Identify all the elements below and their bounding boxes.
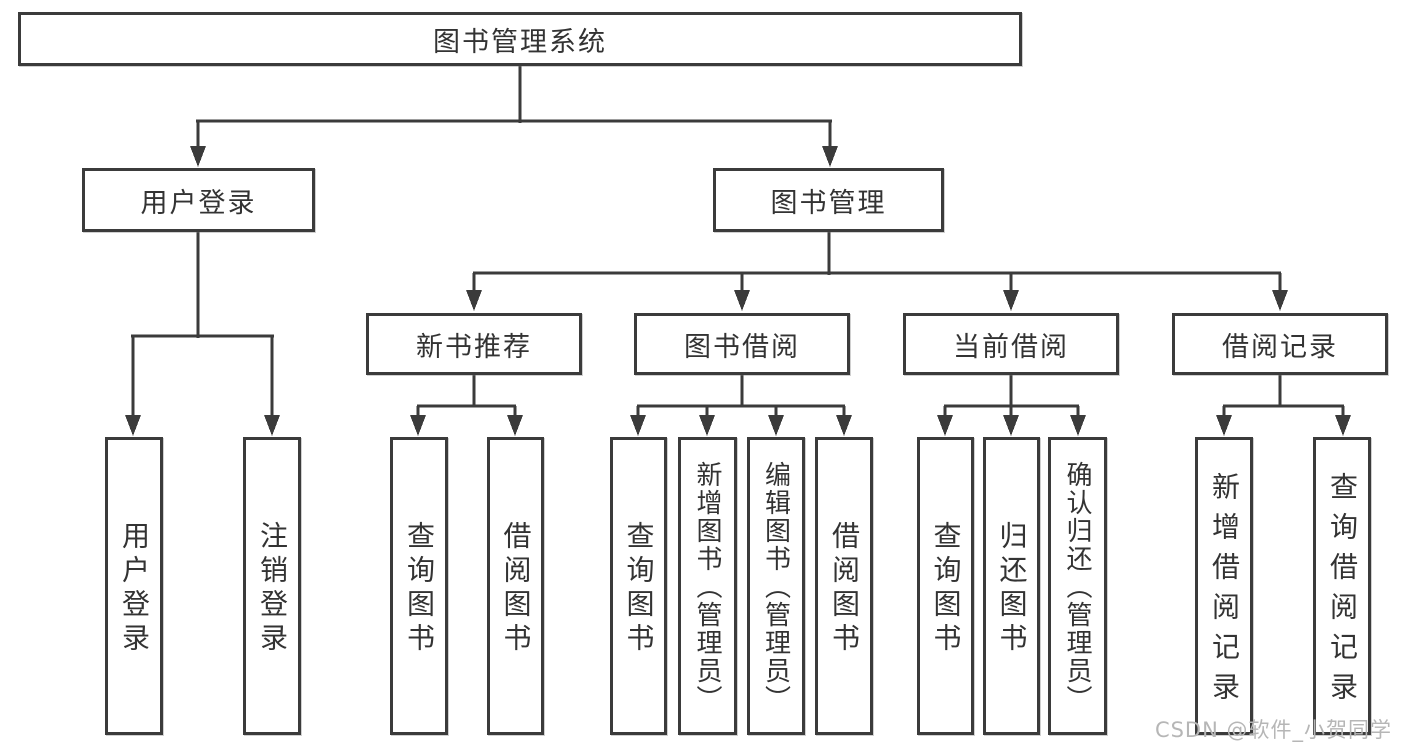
- leaf-user-login: 用户登录: [105, 437, 163, 735]
- leaf-records-add-record: 新增借阅记录: [1195, 437, 1253, 735]
- leaf-label: 确认归还（管理员）: [1062, 461, 1092, 713]
- node-book-borrowing: 图书借阅: [634, 313, 850, 375]
- leaf-current-return-books: 归还图书: [983, 437, 1040, 735]
- leaf-label: 查询图书: [403, 521, 436, 657]
- leaf-label: 归还图书: [995, 521, 1029, 657]
- leaf-records-query-record: 查询借阅记录: [1313, 437, 1371, 735]
- leaf-label: 新增借阅记录: [1208, 472, 1241, 712]
- node-library-management-system: 图书管理系统: [18, 12, 1022, 66]
- leaf-current-confirm-return-admin: 确认归还（管理员）: [1048, 437, 1107, 735]
- leaf-borrowing-borrow-books: 借阅图书: [815, 437, 873, 735]
- node-borrowing-records: 借阅记录: [1172, 313, 1388, 375]
- node-user-login: 用户登录: [82, 168, 315, 232]
- leaf-logout: 注销登录: [243, 437, 301, 735]
- leaf-newbooks-query-books: 查询图书: [390, 437, 448, 735]
- leaf-label: 查询借阅记录: [1326, 472, 1359, 712]
- node-label: 借阅记录: [1222, 331, 1338, 363]
- leaf-label: 新增图书（管理员）: [692, 461, 722, 713]
- node-book-management: 图书管理: [713, 168, 944, 232]
- leaf-label: 查询图书: [929, 521, 963, 657]
- leaf-label: 查询图书: [622, 521, 656, 657]
- node-label: 图书管理: [770, 187, 887, 219]
- leaf-label: 借阅图书: [499, 521, 533, 657]
- leaf-current-query-books: 查询图书: [917, 437, 974, 735]
- node-label: 用户登录: [140, 187, 257, 219]
- leaf-borrowing-query-books: 查询图书: [610, 437, 667, 735]
- leaf-label: 借阅图书: [828, 521, 861, 657]
- node-new-book-recommendation: 新书推荐: [366, 313, 582, 375]
- node-current-borrowing: 当前借阅: [903, 313, 1119, 375]
- leaf-label: 用户登录: [118, 521, 151, 657]
- leaf-label: 注销登录: [256, 521, 289, 657]
- leaf-borrowing-add-books-admin: 新增图书（管理员）: [678, 437, 737, 735]
- node-label: 图书管理系统: [433, 26, 607, 58]
- leaf-label: 编辑图书（管理员）: [760, 461, 791, 713]
- node-label: 图书借阅: [684, 331, 800, 363]
- leaf-newbooks-borrow-books: 借阅图书: [487, 437, 544, 735]
- csdn-watermark: CSDN @软件_小贺同学: [1154, 718, 1392, 742]
- leaf-borrowing-edit-books-admin: 编辑图书（管理员）: [747, 437, 805, 735]
- node-label: 新书推荐: [416, 331, 532, 363]
- node-label: 当前借阅: [953, 331, 1069, 363]
